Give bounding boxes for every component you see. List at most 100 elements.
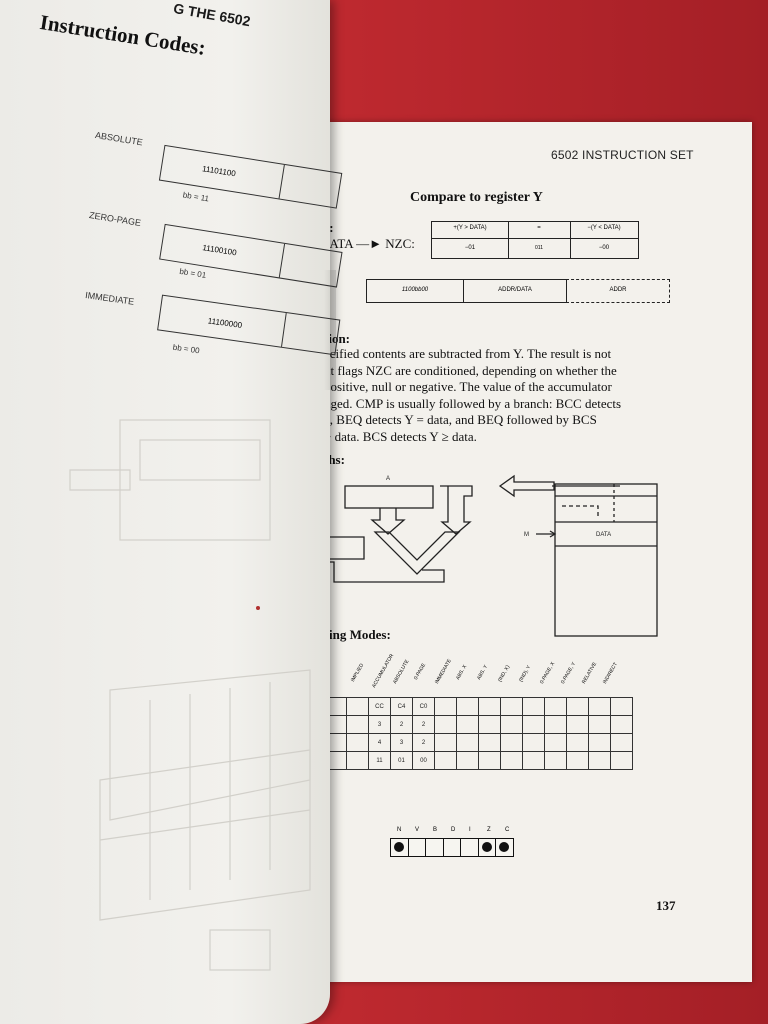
table-cell <box>544 715 567 734</box>
description-label: tion: <box>324 331 350 346</box>
table-cell <box>456 715 479 734</box>
table-cell <box>434 715 457 734</box>
mode-headers: IMPLIED ACCUMULATOR ABSOLUTE 0-PAGE IMME… <box>346 653 646 696</box>
table-cell: 2 <box>390 715 413 734</box>
table-cell: 3 <box>368 715 391 734</box>
addressing-modes-label: sing Modes: <box>324 627 391 642</box>
data-path-diagram: A P M DATA <box>322 474 658 637</box>
nzc-table: +(Y > DATA) = −(Y < DATA) −01 011 −00 <box>431 221 639 259</box>
page-number: 137 <box>656 898 676 913</box>
path-label-data: DATA <box>596 532 611 538</box>
table-cell <box>610 715 633 734</box>
description-text: ecified contents are subtracted from Y. … <box>324 346 744 445</box>
page-title: Compare to register Y <box>410 190 543 205</box>
table-cell <box>566 733 589 752</box>
format-operand-box: ADDR/DATA <box>463 279 567 303</box>
table-cell: 11 <box>368 751 391 770</box>
format-opcode-box: 1100bb00 <box>366 279 464 303</box>
table-cell <box>478 697 501 716</box>
mode-header: (IND), Y <box>518 664 533 683</box>
table-cell <box>346 697 369 716</box>
mode-header: ABS. X <box>455 664 469 681</box>
table-cell <box>566 697 589 716</box>
mode-header: 0-PAGE, X <box>539 661 557 685</box>
table-cell: CC <box>368 697 391 716</box>
table-cell <box>346 715 369 734</box>
table-cell: 00 <box>412 751 435 770</box>
description-line: a, BEQ detects Y = data, and BEQ followe… <box>324 412 597 427</box>
show-through-ghost <box>69 419 311 971</box>
table-cell <box>456 733 479 752</box>
left-page: G THE 6502 Instruction Codes: ABSOLUTE 1… <box>0 0 343 1024</box>
table-cell <box>500 733 523 752</box>
flag-letter: V <box>415 827 420 833</box>
mode-header: INDIRECT <box>602 661 620 685</box>
table-cell: 2 <box>412 715 435 734</box>
table-cell <box>434 751 457 770</box>
nzc-header-greater: +(Y > DATA) <box>453 225 487 231</box>
table-cell <box>500 697 523 716</box>
flag-letter: B <box>433 827 438 833</box>
table-cell <box>566 751 589 770</box>
table-cell <box>588 751 611 770</box>
flag-boxes <box>390 838 560 862</box>
flag-letter: D <box>451 827 456 833</box>
description-line: ecified contents are subtracted from Y. … <box>324 346 612 361</box>
table-cell: 3 <box>390 733 413 752</box>
flag-box <box>477 838 497 857</box>
format-address-box: ADDR <box>566 279 670 303</box>
table-cell <box>456 697 479 716</box>
table-cell <box>478 715 501 734</box>
flag-box <box>425 838 444 857</box>
right-page: 6502 INSTRUCTION SET Compare to register… <box>300 122 752 982</box>
table-cell <box>566 715 589 734</box>
mode-header: IMPLIED <box>350 662 366 683</box>
mode-header: RELATIVE <box>581 661 599 685</box>
table-cell <box>346 751 369 770</box>
status-flags: N V B D I Z C <box>390 827 560 862</box>
table-cell: 2 <box>412 733 435 752</box>
table-cell <box>434 733 457 752</box>
nzc-header-equal: = <box>537 225 541 231</box>
flag-box <box>407 838 427 857</box>
table-cell <box>588 715 611 734</box>
flag-letter: C <box>505 827 510 833</box>
mode-header: 0-PAGE <box>413 662 428 681</box>
table-cell <box>544 733 567 752</box>
mode-header: 0-PAGE, Y <box>560 661 578 685</box>
flag-letter: N <box>397 827 402 833</box>
table-cell <box>588 697 611 716</box>
flag-box <box>460 838 479 857</box>
table-cell: C0 <box>412 697 435 716</box>
mode-header: (IND, X) <box>497 664 512 683</box>
flag-box <box>390 838 409 857</box>
table-cell <box>522 751 545 770</box>
path-label-a: A <box>386 476 390 482</box>
description-line: nged. CMP is usually followed by a branc… <box>324 395 622 411</box>
table-cell <box>456 751 479 770</box>
table-cell <box>544 751 567 770</box>
table-cell: 4 <box>368 733 391 752</box>
nzc-value-greater: −01 <box>464 245 476 251</box>
instruction-format: 1100bb00 ADDR/DATA ADDR <box>366 279 670 303</box>
flag-set-dot <box>499 842 509 852</box>
page-curl-shadow <box>324 270 336 390</box>
table-cell <box>478 751 501 770</box>
table-cell <box>500 751 523 770</box>
description-line: positive, null or negative. The value of… <box>324 379 612 394</box>
table-cell <box>610 751 633 770</box>
flag-set-dot <box>481 842 492 852</box>
mode-header: ABS. Y <box>476 664 490 681</box>
table-cell <box>500 715 523 734</box>
function-text: DATA —► NZC: <box>320 236 415 251</box>
table-cell <box>522 733 545 752</box>
table-cell: 01 <box>390 751 413 770</box>
path-label-m: M <box>524 532 529 538</box>
description-line: > data. BCS detects Y ≥ data. <box>324 428 477 444</box>
table-cell: C4 <box>390 697 413 716</box>
